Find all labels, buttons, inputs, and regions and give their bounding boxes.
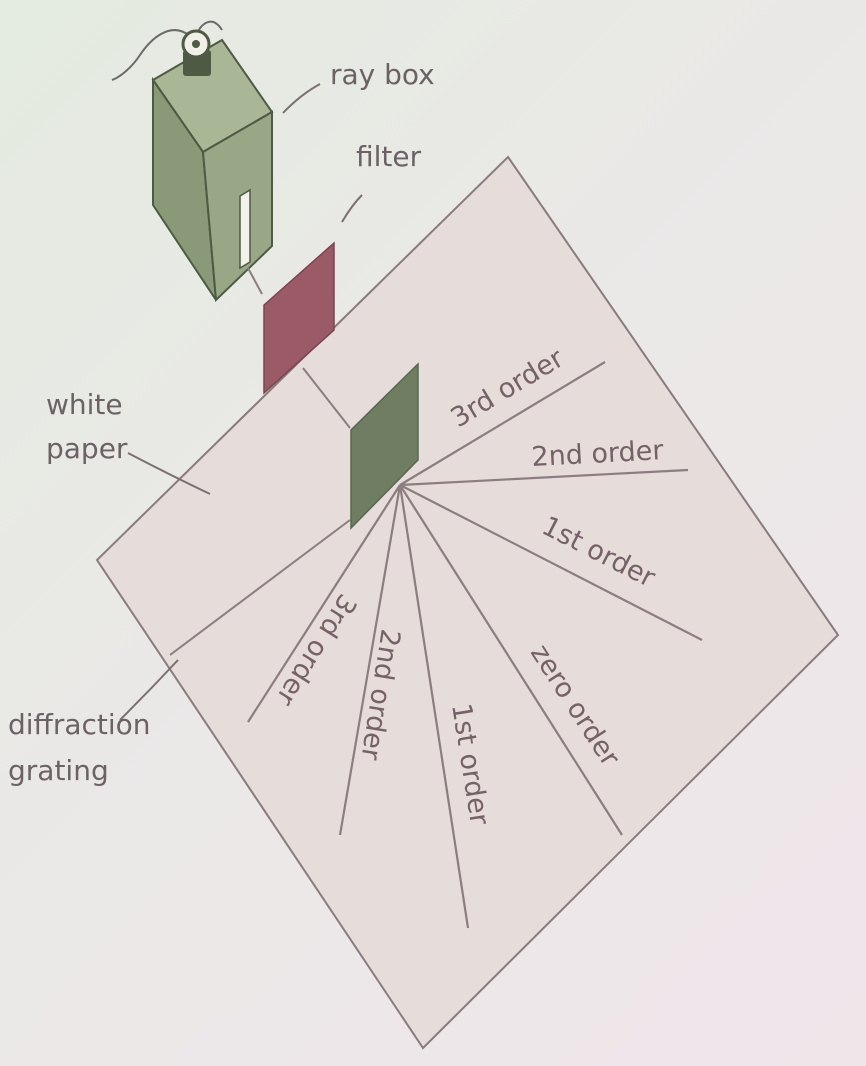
ray-box-leader [282, 83, 321, 114]
upper-2nd-order-label: 2nd order [531, 435, 665, 473]
ray-lower-2nd-order [338, 484, 402, 836]
filter-leader [341, 194, 363, 223]
filter-slide [263, 241, 335, 395]
white-paper-label-line2: paper [46, 432, 128, 465]
ray-upper-3rd-order [399, 361, 606, 486]
diffraction-rays [247, 361, 703, 929]
ray-lower-3rd-order [247, 484, 401, 723]
filter-label: filter [356, 140, 422, 173]
ray-box-label: ray box [330, 58, 435, 91]
light-beam [247, 267, 263, 295]
white-paper-label-line1: white [46, 388, 123, 421]
diffraction-grating-label-line1: diffraction [8, 708, 151, 741]
ray-upper-1st-order [399, 484, 703, 641]
ray-box-side [201, 110, 273, 303]
diffraction-grating-label-line2: grating [8, 754, 109, 787]
ray-upper-2nd-order [399, 468, 689, 487]
diffraction-grating-leader [119, 659, 179, 721]
ray-box-slit [239, 188, 251, 270]
ray-zero-order [399, 484, 623, 836]
ray-lower-1st-order [398, 484, 470, 929]
diffraction-grating [350, 362, 419, 530]
incident-ray-line [302, 367, 351, 429]
white-paper-leader [127, 452, 211, 495]
grating-edge-line [169, 519, 351, 656]
white-paper-sheet [95, 155, 840, 1050]
power-cable [111, 29, 191, 81]
ray-box [111, 20, 274, 303]
